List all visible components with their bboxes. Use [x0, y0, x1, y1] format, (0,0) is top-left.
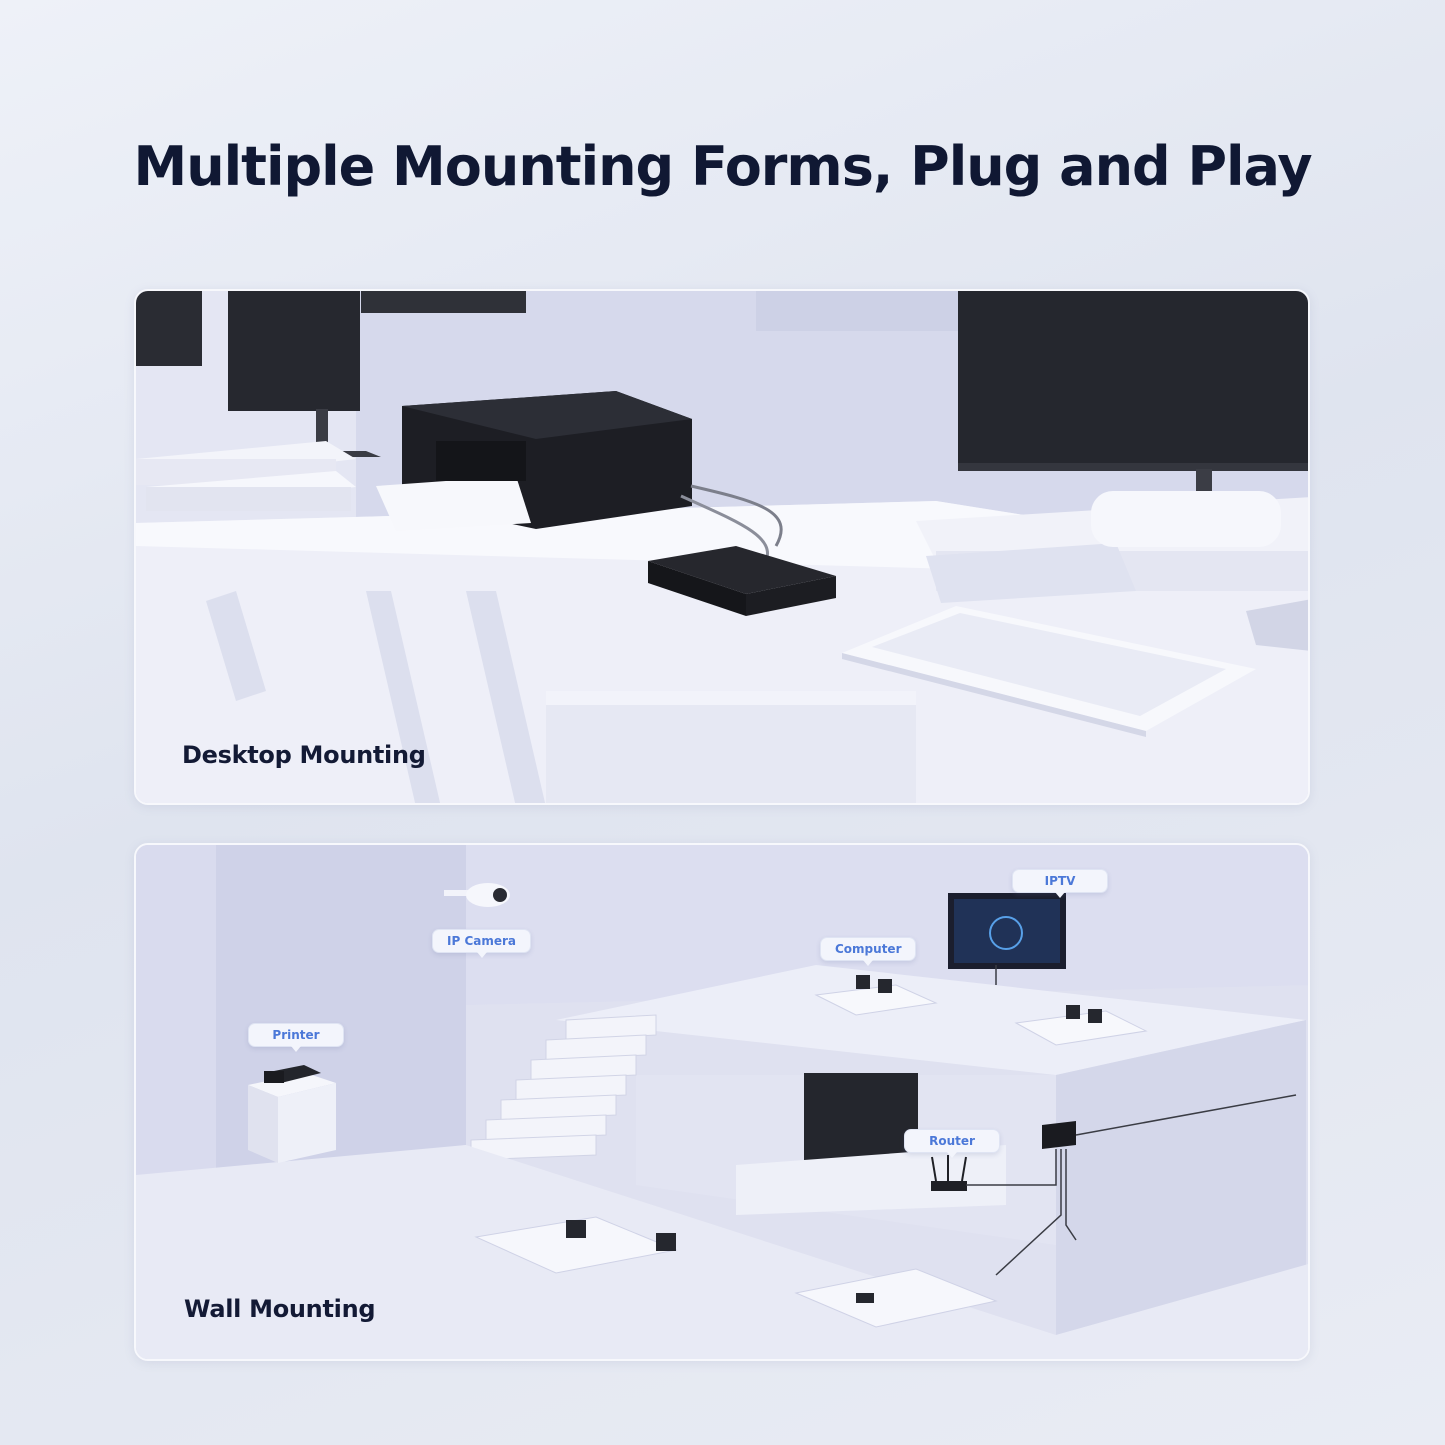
iptv-screen — [948, 893, 1066, 969]
keyboard — [842, 606, 1256, 737]
network-cables — [966, 965, 1297, 1276]
desk-phone — [1246, 599, 1308, 651]
wall-switch-device — [1042, 1121, 1076, 1149]
speaker-device — [1091, 491, 1281, 547]
ground-workstations — [474, 1216, 998, 1328]
ip-camera-callout: IP Camera — [432, 929, 531, 958]
iptv-callout: IPTV — [1012, 869, 1108, 898]
wall-mounting-label: Wall Mounting — [184, 1295, 376, 1323]
desktop-scene-illustration — [136, 291, 1308, 803]
page-title: Multiple Mounting Forms, Plug and Play — [133, 135, 1312, 198]
upper-workstations — [814, 975, 1148, 1046]
router-callout: Router — [904, 1129, 1000, 1158]
printer-cabinet — [248, 1065, 336, 1163]
ip-camera-device — [444, 883, 510, 907]
stage-platform — [736, 1145, 1006, 1215]
printer-device — [376, 391, 692, 531]
staircase — [470, 1014, 657, 1161]
left-monitor-group — [136, 291, 526, 457]
wall-tv — [804, 1073, 918, 1161]
desktop-mounting-label: Desktop Mounting — [182, 741, 426, 769]
desk-legs — [206, 591, 916, 803]
office-scene-illustration — [136, 845, 1308, 1359]
router-device — [931, 1155, 967, 1191]
desktop-mounting-panel: Desktop Mounting — [134, 289, 1310, 805]
wall-mounting-panel: IP Camera IPTV Computer Printer Router W… — [134, 843, 1310, 1361]
computer-callout: Computer — [820, 937, 917, 966]
book-stack — [136, 441, 356, 511]
printer-callout: Printer — [248, 1023, 344, 1052]
network-switch-device — [648, 546, 836, 616]
